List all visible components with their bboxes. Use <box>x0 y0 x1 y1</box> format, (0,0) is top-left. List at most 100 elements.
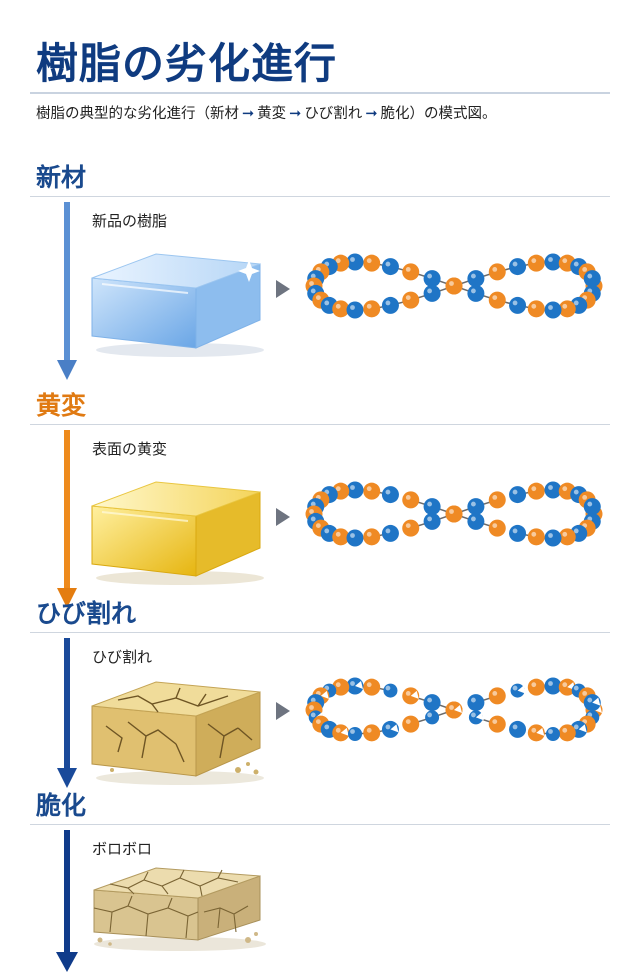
fragmented-polymer-chain-icon <box>294 670 614 750</box>
stage-heading: 脆化 <box>36 786 86 822</box>
bead-highlight <box>548 729 553 734</box>
chain-bead <box>402 292 419 309</box>
slightly-broken-polymer-chain-icon <box>294 474 614 554</box>
bead-highlight <box>582 495 587 500</box>
chain-bead <box>347 530 364 547</box>
chain-bead <box>363 300 380 317</box>
bead-highlight <box>427 289 432 294</box>
bead-highlight <box>587 698 592 703</box>
bead-highlight <box>492 719 497 724</box>
chain-bead <box>424 285 441 302</box>
bead-highlight <box>471 517 476 522</box>
bead-highlight <box>531 304 536 309</box>
chain-bead <box>489 687 506 704</box>
bead-highlight <box>311 289 316 294</box>
bead-highlight <box>548 681 553 686</box>
chain-bead <box>509 297 526 314</box>
bead-highlight <box>513 686 518 691</box>
stage-divider <box>30 632 610 633</box>
chain-bead <box>363 679 380 696</box>
chain-bead <box>402 520 419 537</box>
chain-bead <box>489 520 506 537</box>
caption-tail: 脆化）の模式図。 <box>380 106 496 122</box>
chain-bead <box>467 694 484 711</box>
bead-highlight <box>324 725 329 730</box>
bead-highlight <box>367 532 372 537</box>
bead-highlight <box>350 533 355 538</box>
bead-highlight <box>367 258 372 263</box>
bead-highlight <box>471 289 476 294</box>
bead-highlight <box>562 258 567 263</box>
stage-divider <box>30 824 610 825</box>
bead-highlight <box>574 686 579 691</box>
stage-label: 表面の黄変 <box>92 438 167 459</box>
arrow-icon: ➞ <box>362 106 380 122</box>
bead-highlight <box>350 681 355 686</box>
bead-highlight <box>309 705 314 710</box>
chain-bead <box>509 486 526 503</box>
bead-highlight <box>336 728 341 733</box>
bead-highlight <box>311 713 316 718</box>
bead-highlight <box>492 295 497 300</box>
stage-heading: ひび割れ <box>36 594 136 630</box>
arrow-icon: ➞ <box>286 106 304 122</box>
progress-arrow-icon <box>56 430 78 610</box>
chain-bead <box>509 258 526 275</box>
progress-arrow-icon <box>56 202 78 382</box>
chain-bead <box>584 270 601 287</box>
bead-highlight <box>367 486 372 491</box>
intact-polymer-chain-icon <box>294 246 614 326</box>
bead-highlight <box>427 502 432 507</box>
bead-highlight <box>324 529 329 534</box>
bead-highlight <box>350 729 355 734</box>
chain-bead <box>489 716 506 733</box>
bead-highlight <box>406 267 411 272</box>
bead-highlight <box>427 713 432 718</box>
cracked-resin-block-icon <box>88 666 268 786</box>
chain-bead <box>347 302 364 319</box>
bead-highlight <box>492 691 497 696</box>
bead-highlight <box>582 691 587 696</box>
bead-highlight <box>449 705 454 710</box>
chain-bead <box>544 530 561 547</box>
bead-highlight <box>336 682 341 687</box>
bead-highlight <box>587 274 592 279</box>
chain-bead <box>425 710 439 724</box>
bead-highlight <box>427 274 432 279</box>
chain-bead <box>402 716 419 733</box>
chain-bead <box>363 724 380 741</box>
chain-bead <box>509 721 526 738</box>
bead-highlight <box>367 728 372 733</box>
progress-arrow-icon <box>56 830 78 974</box>
chain-bead <box>363 255 380 272</box>
chain-bead <box>467 270 484 287</box>
bead-highlight <box>350 485 355 490</box>
pointer-triangle-icon <box>276 508 290 526</box>
chain-bead <box>363 528 380 545</box>
chain-bead <box>544 302 561 319</box>
bead-highlight <box>513 301 518 306</box>
bead-highlight <box>471 713 476 718</box>
chain-bead <box>528 679 545 696</box>
arrow-icon: ➞ <box>239 106 257 122</box>
chain-bead <box>363 483 380 500</box>
bead-highlight <box>336 532 341 537</box>
bead-highlight <box>471 698 476 703</box>
bead-highlight <box>471 502 476 507</box>
bead-highlight <box>513 529 518 534</box>
bead-highlight <box>513 725 518 730</box>
caption: 樹脂の典型的な劣化進行（新材➞黄変➞ひび割れ➞脆化）の模式図。 <box>36 102 496 123</box>
bead-highlight <box>316 523 321 528</box>
chain-bead <box>382 258 399 275</box>
bead-highlight <box>406 691 411 696</box>
bead-highlight <box>548 257 553 262</box>
bead-highlight <box>324 301 329 306</box>
chain-bead <box>489 263 506 280</box>
bead-highlight <box>562 728 567 733</box>
bead-highlight <box>492 267 497 272</box>
chain-bead <box>528 528 545 545</box>
bead-highlight <box>531 682 536 687</box>
stage-divider <box>30 196 610 197</box>
chain-bead <box>489 491 506 508</box>
progress-arrow-icon <box>56 638 78 788</box>
